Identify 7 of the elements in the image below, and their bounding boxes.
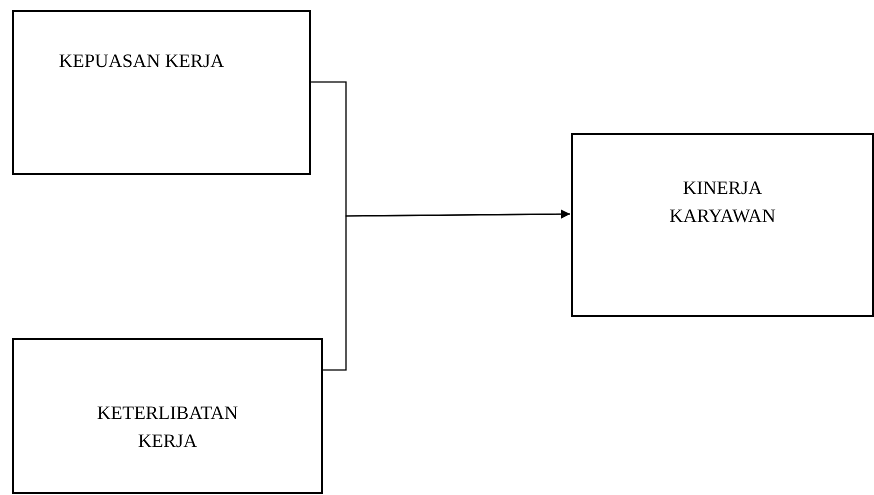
process-box [12,338,323,494]
process-box [12,10,311,175]
process-box [571,133,874,317]
box-label: KEPUASAN KERJA [58,50,224,74]
connector-arrow [323,210,570,371]
box-label: KINERJA KARYAWAN [668,177,777,229]
box-label: KETERLIBATAN KERJA [96,402,239,454]
